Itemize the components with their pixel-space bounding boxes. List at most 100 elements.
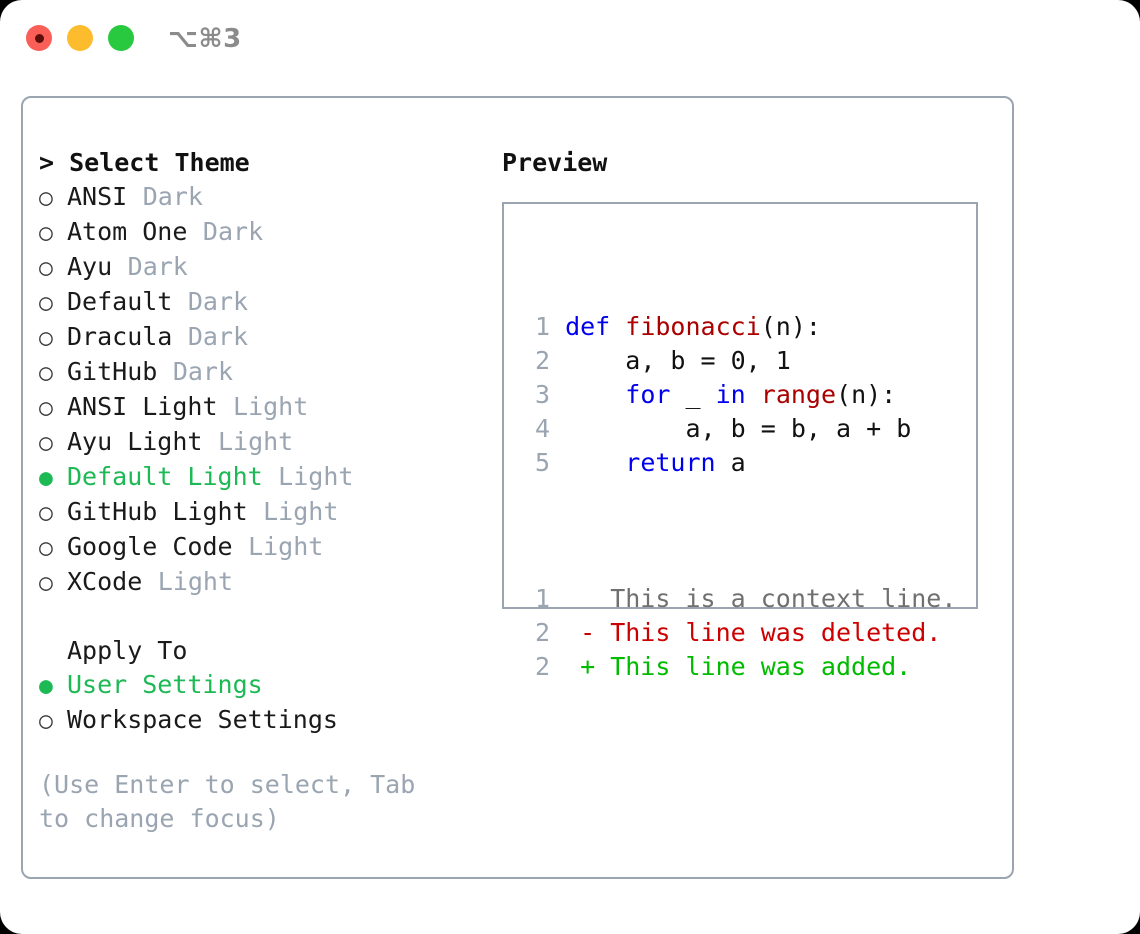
select-theme-heading: > Select Theme bbox=[39, 148, 250, 177]
theme-item-label: Default Light bbox=[67, 462, 263, 491]
theme-item-tag: Light bbox=[157, 567, 234, 596]
theme-item-label: GitHub Light bbox=[67, 497, 248, 526]
keyboard-hint: (Use Enter to select, Tab to change focu… bbox=[39, 770, 431, 833]
code-gutter-space bbox=[550, 448, 565, 477]
theme-item-9[interactable]: ○ GitHub Light Light bbox=[39, 495, 489, 530]
code-token-kw: return bbox=[625, 448, 716, 477]
code-line-number: 1 bbox=[534, 312, 550, 341]
window-title: ⌥⌘3 bbox=[168, 24, 242, 54]
diff-block: 1 This is a context line.2 - This line w… bbox=[520, 582, 956, 684]
code-line-number: 2 bbox=[534, 346, 550, 375]
theme-item-label: ANSI Light bbox=[67, 392, 218, 421]
code-token-fn: fibonacci bbox=[625, 312, 761, 341]
diff-line-text: This is a context line. bbox=[550, 584, 957, 613]
code-token-txt: _ bbox=[670, 380, 716, 409]
theme-item-label: Atom One bbox=[67, 217, 188, 246]
theme-item-tag: Light bbox=[233, 392, 309, 421]
theme-item-label: Default bbox=[67, 287, 173, 316]
code-line-number: 4 bbox=[534, 414, 550, 443]
code-token-txt: a bbox=[715, 448, 746, 477]
code-token-txt bbox=[746, 380, 761, 409]
radio-unselected-icon: ○ bbox=[39, 220, 53, 246]
diff-line-number: 1 bbox=[534, 584, 550, 613]
theme-item-tag: Dark bbox=[202, 217, 264, 246]
code-gutter-space bbox=[550, 380, 565, 409]
theme-item-tag: Light bbox=[217, 427, 294, 456]
code-line: 1 def fibonacci(n): bbox=[520, 310, 956, 344]
apply-to-item-label: Workspace Settings bbox=[67, 705, 338, 734]
diff-line-text: - This line was deleted. bbox=[550, 618, 942, 647]
theme-item-tag: Light bbox=[263, 497, 339, 526]
code-token-txt: a, b = b, a + b bbox=[565, 414, 912, 443]
code-token-fn: range bbox=[760, 380, 837, 409]
theme-item-label: Dracula bbox=[67, 322, 173, 351]
theme-item-tag: Dark bbox=[172, 357, 234, 386]
theme-item-tag: Dark bbox=[127, 252, 188, 281]
theme-item-label: XCode bbox=[67, 567, 143, 596]
traffic-lights bbox=[26, 25, 134, 51]
code-line: 2 a, b = 0, 1 bbox=[520, 344, 956, 378]
theme-item-6[interactable]: ○ ANSI Light Light bbox=[39, 390, 489, 425]
theme-item-8[interactable]: ● Default Light Light bbox=[39, 460, 489, 495]
theme-item-5[interactable]: ○ GitHub Dark bbox=[39, 355, 489, 390]
theme-item-11[interactable]: ○ XCode Light bbox=[39, 565, 489, 600]
theme-item-1[interactable]: ○ Atom One Dark bbox=[39, 215, 489, 250]
apply-to-item-1[interactable]: ○ Workspace Settings bbox=[39, 703, 489, 738]
code-token-txt: a, b = 0, 1 bbox=[565, 346, 791, 375]
diff-line: 1 This is a context line. bbox=[520, 582, 956, 616]
code-token-kw: def bbox=[565, 312, 626, 341]
minimize-window-button[interactable] bbox=[67, 25, 93, 51]
theme-item-label: Ayu bbox=[67, 252, 113, 281]
radio-unselected-icon: ○ bbox=[39, 255, 53, 281]
code-token-kw: in bbox=[715, 380, 746, 409]
diff-line-text: + This line was added. bbox=[550, 652, 912, 681]
code-token-txt bbox=[565, 380, 625, 409]
theme-item-label: GitHub bbox=[67, 357, 158, 386]
theme-item-tag: Light bbox=[278, 462, 354, 491]
radio-unselected-icon: ○ bbox=[39, 325, 53, 351]
code-token-txt: (n): bbox=[836, 380, 897, 409]
theme-item-7[interactable]: ○ Ayu Light Light bbox=[39, 425, 489, 460]
title-bar: ⌥⌘3 bbox=[0, 0, 1140, 78]
theme-item-label: ANSI bbox=[67, 182, 128, 211]
code-line: 3 for _ in range(n): bbox=[520, 378, 956, 412]
code-gutter-space bbox=[550, 414, 565, 443]
code-line: 4 a, b = b, a + b bbox=[520, 412, 956, 446]
code-gutter-space bbox=[550, 346, 565, 375]
radio-unselected-icon: ○ bbox=[39, 395, 53, 421]
radio-selected-icon: ● bbox=[39, 465, 53, 491]
apply-to-item-0[interactable]: ●User Settings bbox=[39, 668, 489, 703]
apply-to-list[interactable]: ●User Settings ○ Workspace Settings bbox=[39, 668, 489, 738]
theme-item-tag: Light bbox=[248, 532, 324, 561]
radio-unselected-icon: ○ bbox=[39, 185, 53, 211]
radio-unselected-icon: ○ bbox=[39, 430, 53, 456]
diff-line-number: 2 bbox=[534, 652, 550, 681]
radio-unselected-icon: ○ bbox=[39, 570, 53, 596]
code-gutter-space bbox=[550, 312, 565, 341]
radio-unselected-icon: ○ bbox=[39, 708, 53, 734]
radio-selected-icon: ● bbox=[39, 673, 53, 699]
theme-item-label: Google Code bbox=[67, 532, 233, 561]
code-token-txt: (n): bbox=[760, 312, 821, 341]
theme-item-tag: Dark bbox=[187, 287, 249, 316]
diff-line: 2 - This line was deleted. bbox=[520, 616, 956, 650]
radio-unselected-icon: ○ bbox=[39, 500, 53, 526]
code-line-number: 5 bbox=[534, 448, 550, 477]
diff-line: 2 + This line was added. bbox=[520, 650, 956, 684]
radio-unselected-icon: ○ bbox=[39, 360, 53, 386]
theme-item-label: Ayu Light bbox=[67, 427, 203, 456]
close-window-button[interactable] bbox=[26, 25, 52, 51]
maximize-window-button[interactable] bbox=[108, 25, 134, 51]
theme-item-2[interactable]: ○ Ayu Dark bbox=[39, 250, 489, 285]
